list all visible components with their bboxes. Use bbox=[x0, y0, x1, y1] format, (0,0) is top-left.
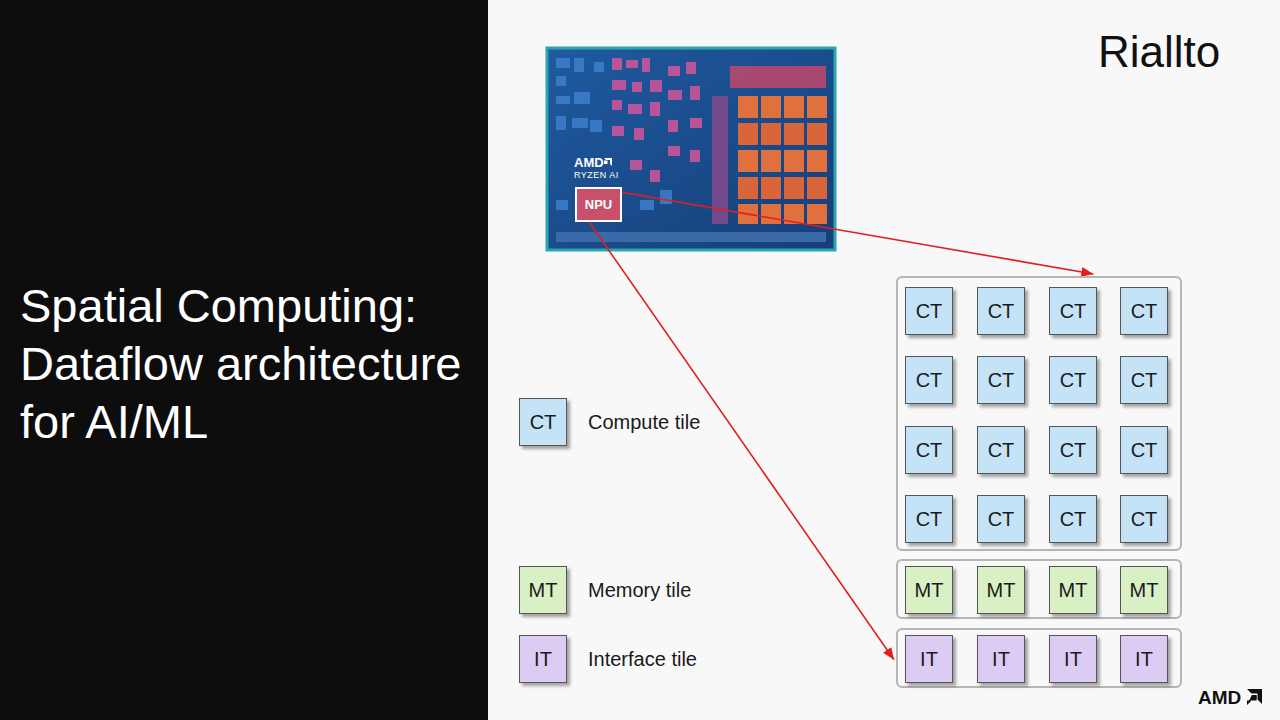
compute-tile: CT bbox=[1049, 426, 1097, 474]
product-name: Riallto bbox=[1098, 30, 1220, 74]
compute-tile-array: CT CT CT CT CT CT CT CT CT CT CT CT CT CT CT CT bbox=[896, 276, 1182, 551]
slide-title: Spatial Computing: Dataflow architecture… bbox=[20, 277, 486, 451]
compute-tile: CT bbox=[1049, 356, 1097, 404]
compute-tile: CT bbox=[1120, 495, 1168, 543]
logo-arrow-inner bbox=[1247, 696, 1257, 706]
die-blocks-magenta bbox=[612, 58, 702, 182]
compute-tile: CT bbox=[1120, 356, 1168, 404]
node-text: CT bbox=[988, 369, 1015, 392]
logo-arrow bbox=[1247, 689, 1262, 705]
node-text: CT bbox=[1060, 508, 1087, 531]
swatch-code: IT bbox=[534, 648, 552, 671]
node-text: CT bbox=[916, 439, 943, 462]
npu-box: NPU bbox=[575, 187, 622, 222]
legend-swatch: CT bbox=[519, 398, 567, 446]
memory-tile: MT bbox=[905, 566, 953, 614]
legend-text: Memory tile bbox=[588, 578, 691, 602]
legend-text: Interface tile bbox=[588, 647, 697, 671]
node-text: MT bbox=[1130, 579, 1159, 602]
node-text: CT bbox=[988, 508, 1015, 531]
node-text: IT bbox=[992, 648, 1010, 671]
node-text: CT bbox=[988, 439, 1015, 462]
compute-tile: CT bbox=[905, 287, 953, 335]
compute-tile: CT bbox=[977, 426, 1025, 474]
node-text: IT bbox=[1064, 648, 1082, 671]
node-text: CT bbox=[1060, 300, 1087, 323]
interface-tile-row: IT IT IT IT bbox=[896, 628, 1182, 688]
compute-tile: CT bbox=[1120, 287, 1168, 335]
memory-tile: MT bbox=[1120, 566, 1168, 614]
compute-tile: CT bbox=[977, 495, 1025, 543]
compute-tile: CT bbox=[1049, 495, 1097, 543]
legend-swatch: IT bbox=[519, 635, 567, 683]
interface-tile: IT bbox=[1120, 635, 1168, 683]
node-text: CT bbox=[1131, 508, 1158, 531]
node-text: IT bbox=[920, 648, 938, 671]
legend-text: Compute tile bbox=[588, 410, 700, 434]
swatch-code: CT bbox=[530, 411, 557, 434]
die-logo-glyph bbox=[604, 158, 612, 166]
node-text: IT bbox=[1135, 648, 1153, 671]
memory-tile: MT bbox=[1049, 566, 1097, 614]
node-text: CT bbox=[1131, 300, 1158, 323]
interface-tile: IT bbox=[1049, 635, 1097, 683]
legend-swatch: MT bbox=[519, 566, 567, 614]
node-text: CT bbox=[1131, 439, 1158, 462]
compute-tile: CT bbox=[905, 356, 953, 404]
die-io-strip bbox=[556, 232, 826, 242]
node-text: NPU bbox=[585, 197, 612, 212]
node-text: MT bbox=[1059, 579, 1088, 602]
swatch-code: MT bbox=[529, 579, 558, 602]
node-text: MT bbox=[987, 579, 1016, 602]
node-text: CT bbox=[1131, 369, 1158, 392]
node-text: CT bbox=[1060, 369, 1087, 392]
red-arrow bbox=[622, 192, 1093, 274]
compute-tile: CT bbox=[905, 426, 953, 474]
compute-tile: CT bbox=[1049, 287, 1097, 335]
die-compute-grid bbox=[712, 66, 827, 224]
node-text: CT bbox=[1060, 439, 1087, 462]
die-logo-text: AMD bbox=[574, 156, 604, 169]
die-base bbox=[547, 48, 835, 250]
compute-tile: CT bbox=[1120, 426, 1168, 474]
compute-tile: CT bbox=[977, 356, 1025, 404]
interface-tile: IT bbox=[977, 635, 1025, 683]
compute-tile: CT bbox=[977, 287, 1025, 335]
node-text: CT bbox=[916, 508, 943, 531]
interface-tile: IT bbox=[905, 635, 953, 683]
die-brand-text: RYZEN AI bbox=[574, 171, 619, 180]
node-text: CT bbox=[916, 300, 943, 323]
compute-tile: CT bbox=[905, 495, 953, 543]
node-text: MT bbox=[915, 579, 944, 602]
node-text: CT bbox=[916, 369, 943, 392]
memory-tile-row: MT MT MT MT bbox=[896, 559, 1182, 619]
memory-tile: MT bbox=[977, 566, 1025, 614]
company-logo-text: AMD bbox=[1198, 688, 1241, 707]
node-text: CT bbox=[988, 300, 1015, 323]
